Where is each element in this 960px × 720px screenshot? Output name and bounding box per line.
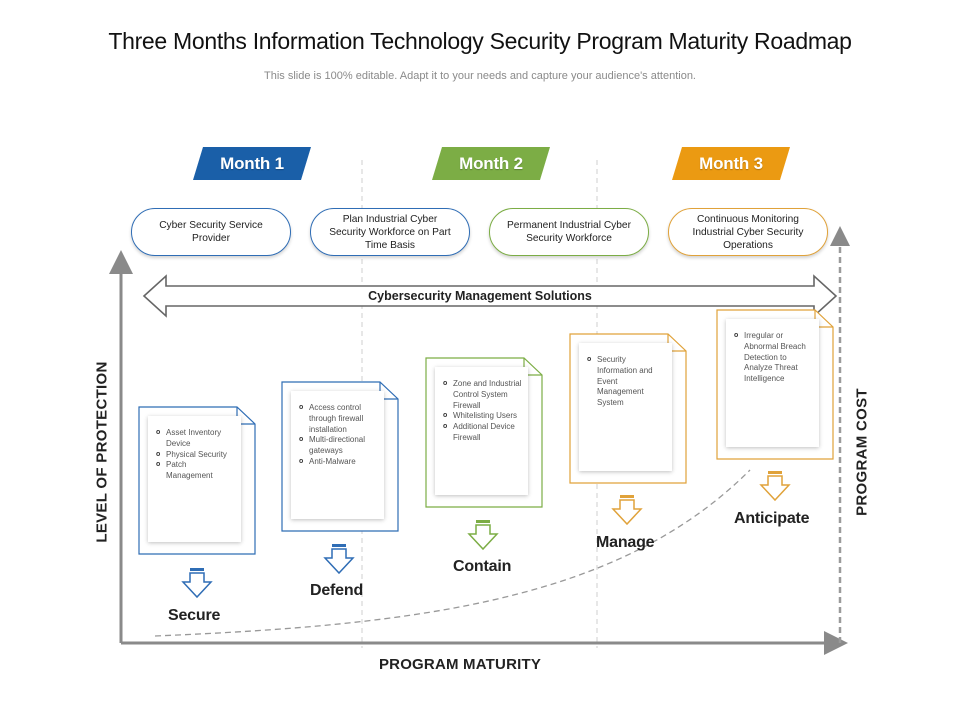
stage-label-secure: Secure: [168, 607, 221, 624]
stage-label-contain: Contain: [453, 558, 512, 575]
down-arrow-icon: [181, 568, 213, 599]
stage-item: Anti-Malware: [299, 457, 378, 468]
stage-item: Whitelisting Users: [443, 411, 522, 422]
month-1-shape: [193, 147, 311, 180]
pill-part-time-workforce: Plan Industrial Cyber Security Workforce…: [310, 208, 470, 256]
stage-paper-4: Security Information and Event Managemen…: [579, 343, 672, 471]
stage-item: Irregular or Abnormal Breach Detection t…: [734, 331, 813, 385]
page-title: Three Months Information Technology Secu…: [108, 28, 852, 54]
y-axis-label: LEVEL OF PROTECTION: [93, 361, 111, 543]
cost-curve: [154, 469, 751, 637]
stage-paper-5: Irregular or Abnormal Breach Detection t…: [726, 319, 819, 447]
down-arrow-icon: [323, 544, 355, 575]
down-arrow-icon: [467, 520, 499, 551]
stage-label-manage: Manage: [596, 534, 655, 551]
pill-permanent-workforce: Permanent Industrial Cyber Security Work…: [489, 208, 649, 256]
stage-item: Patch Management: [156, 460, 235, 482]
cost-axis-label: PROGRAM COST: [853, 388, 871, 516]
month-1-tab: Month 1: [193, 147, 311, 180]
stage-paper-3: Zone and Industrial Control System Firew…: [435, 367, 528, 495]
stage-item: Security Information and Event Managemen…: [587, 355, 666, 409]
banner-arrow: [142, 274, 838, 318]
month-3-shape: [672, 147, 790, 180]
month-3-tab: Month 3: [672, 147, 790, 180]
x-axis-label: PROGRAM MATURITY: [378, 656, 542, 673]
down-arrow-icon: [759, 471, 791, 502]
month-2-tab: Month 2: [432, 147, 550, 180]
stage-item: Access control through firewall installa…: [299, 403, 378, 435]
down-arrow-icon: [611, 495, 643, 526]
page-subtitle: This slide is 100% editable. Adapt it to…: [264, 70, 696, 82]
pill-service-provider: Cyber Security Service Provider: [131, 208, 291, 256]
stage-paper-2: Access control through firewall installa…: [291, 391, 384, 519]
stage-label-defend: Defend: [310, 582, 364, 599]
stage-item: Asset Inventory Device: [156, 428, 235, 450]
stage-item: Multi-directional gateways: [299, 435, 378, 457]
stage-label-anticipate: Anticipate: [734, 510, 810, 527]
pill-continuous-monitoring: Continuous Monitoring Industrial Cyber S…: [668, 208, 828, 256]
stage-paper-1: Asset Inventory DevicePhysical SecurityP…: [148, 416, 241, 542]
month-2-shape: [432, 147, 550, 180]
banner-label: Cybersecurity Management Solutions: [368, 289, 592, 303]
stage-item: Additional Device Firewall: [443, 422, 522, 444]
stage-item: Physical Security: [156, 450, 235, 461]
stage-item: Zone and Industrial Control System Firew…: [443, 379, 522, 411]
